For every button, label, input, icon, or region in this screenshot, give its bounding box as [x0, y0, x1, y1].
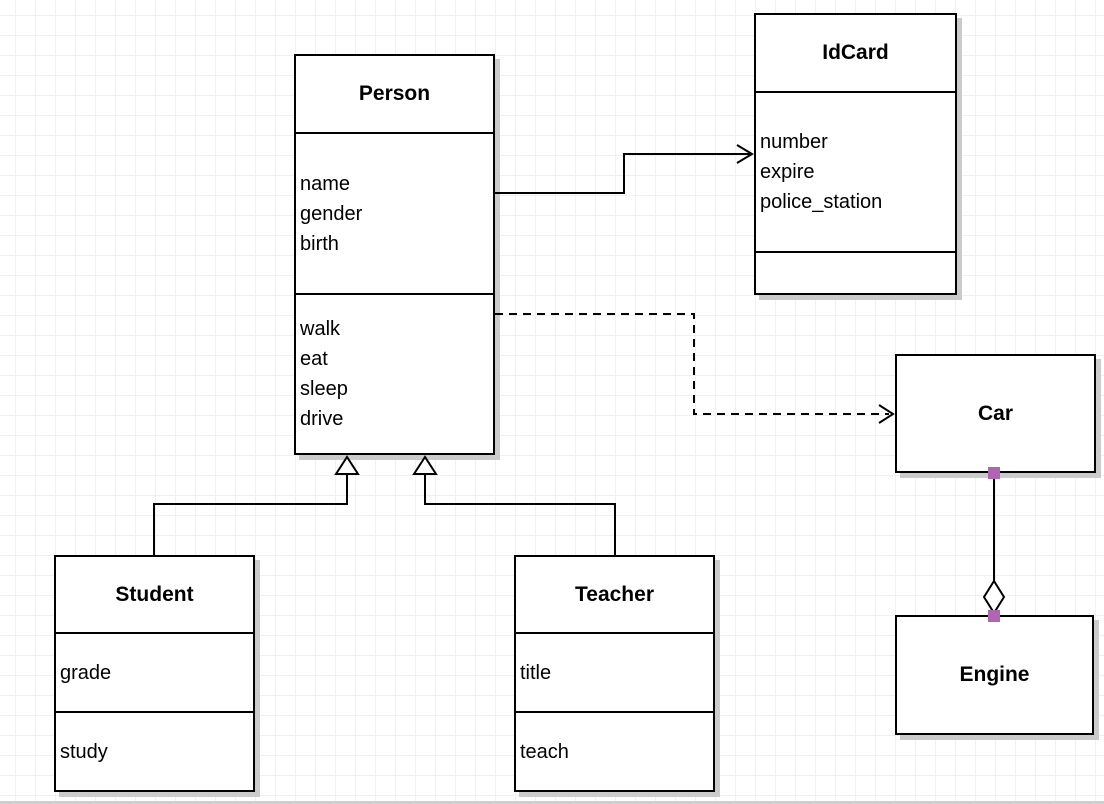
class-teacher[interactable]: Teacher title teach — [514, 555, 715, 792]
endpoint-handle-icon[interactable] — [988, 610, 1000, 622]
class-person-attributes: name gender birth — [296, 134, 493, 295]
class-student-title: Student — [56, 557, 253, 634]
class-student[interactable]: Student grade study — [54, 555, 255, 792]
edge-association-person-idcard[interactable] — [495, 153, 751, 194]
open-arrow-icon — [878, 404, 895, 424]
class-idcard[interactable]: IdCard number expire police_station — [754, 13, 957, 295]
class-teacher-methods: teach — [516, 713, 713, 790]
member-label: title — [520, 661, 552, 684]
member-label: eat — [300, 348, 328, 370]
hollow-diamond-icon — [982, 579, 1006, 615]
class-idcard-attributes: number expire police_station — [756, 93, 955, 253]
member-label: sleep — [300, 378, 348, 400]
class-engine-title: Engine — [959, 663, 1030, 686]
member-label: name — [300, 172, 351, 195]
edge-generalization-student-person[interactable] — [153, 474, 348, 555]
class-engine[interactable]: Engine — [895, 615, 1094, 735]
member-label: number — [760, 131, 828, 153]
member-label: walk — [300, 318, 341, 340]
member-label: police_station — [760, 191, 883, 213]
hollow-triangle-icon — [412, 455, 438, 475]
class-student-attributes: grade — [56, 634, 253, 713]
member-label: expire — [760, 161, 815, 183]
class-idcard-title: IdCard — [756, 15, 955, 93]
class-car-title: Car — [977, 401, 1014, 425]
member-label: grade — [60, 661, 112, 684]
member-label: drive — [300, 408, 344, 430]
member-label: study — [60, 740, 108, 763]
canvas-bottom-edge — [0, 801, 1104, 804]
class-person-title: Person — [296, 56, 493, 134]
class-teacher-attributes: title — [516, 634, 713, 713]
member-label: birth — [300, 232, 339, 255]
class-person-methods: walk eat sleep drive — [296, 295, 493, 453]
class-person[interactable]: Person name gender birth walk eat sleep drive — [294, 54, 495, 455]
open-arrow-icon — [736, 144, 754, 164]
class-student-methods: study — [56, 713, 253, 790]
edge-generalization-teacher-person[interactable] — [424, 474, 616, 555]
class-teacher-title: Teacher — [516, 557, 713, 634]
hollow-triangle-icon — [334, 455, 360, 475]
endpoint-handle-icon[interactable] — [988, 467, 1000, 479]
member-label: teach — [520, 740, 569, 763]
class-car[interactable]: Car — [895, 354, 1096, 473]
edge-dependency-person-car[interactable] — [495, 313, 889, 415]
member-label: gender — [300, 202, 363, 225]
